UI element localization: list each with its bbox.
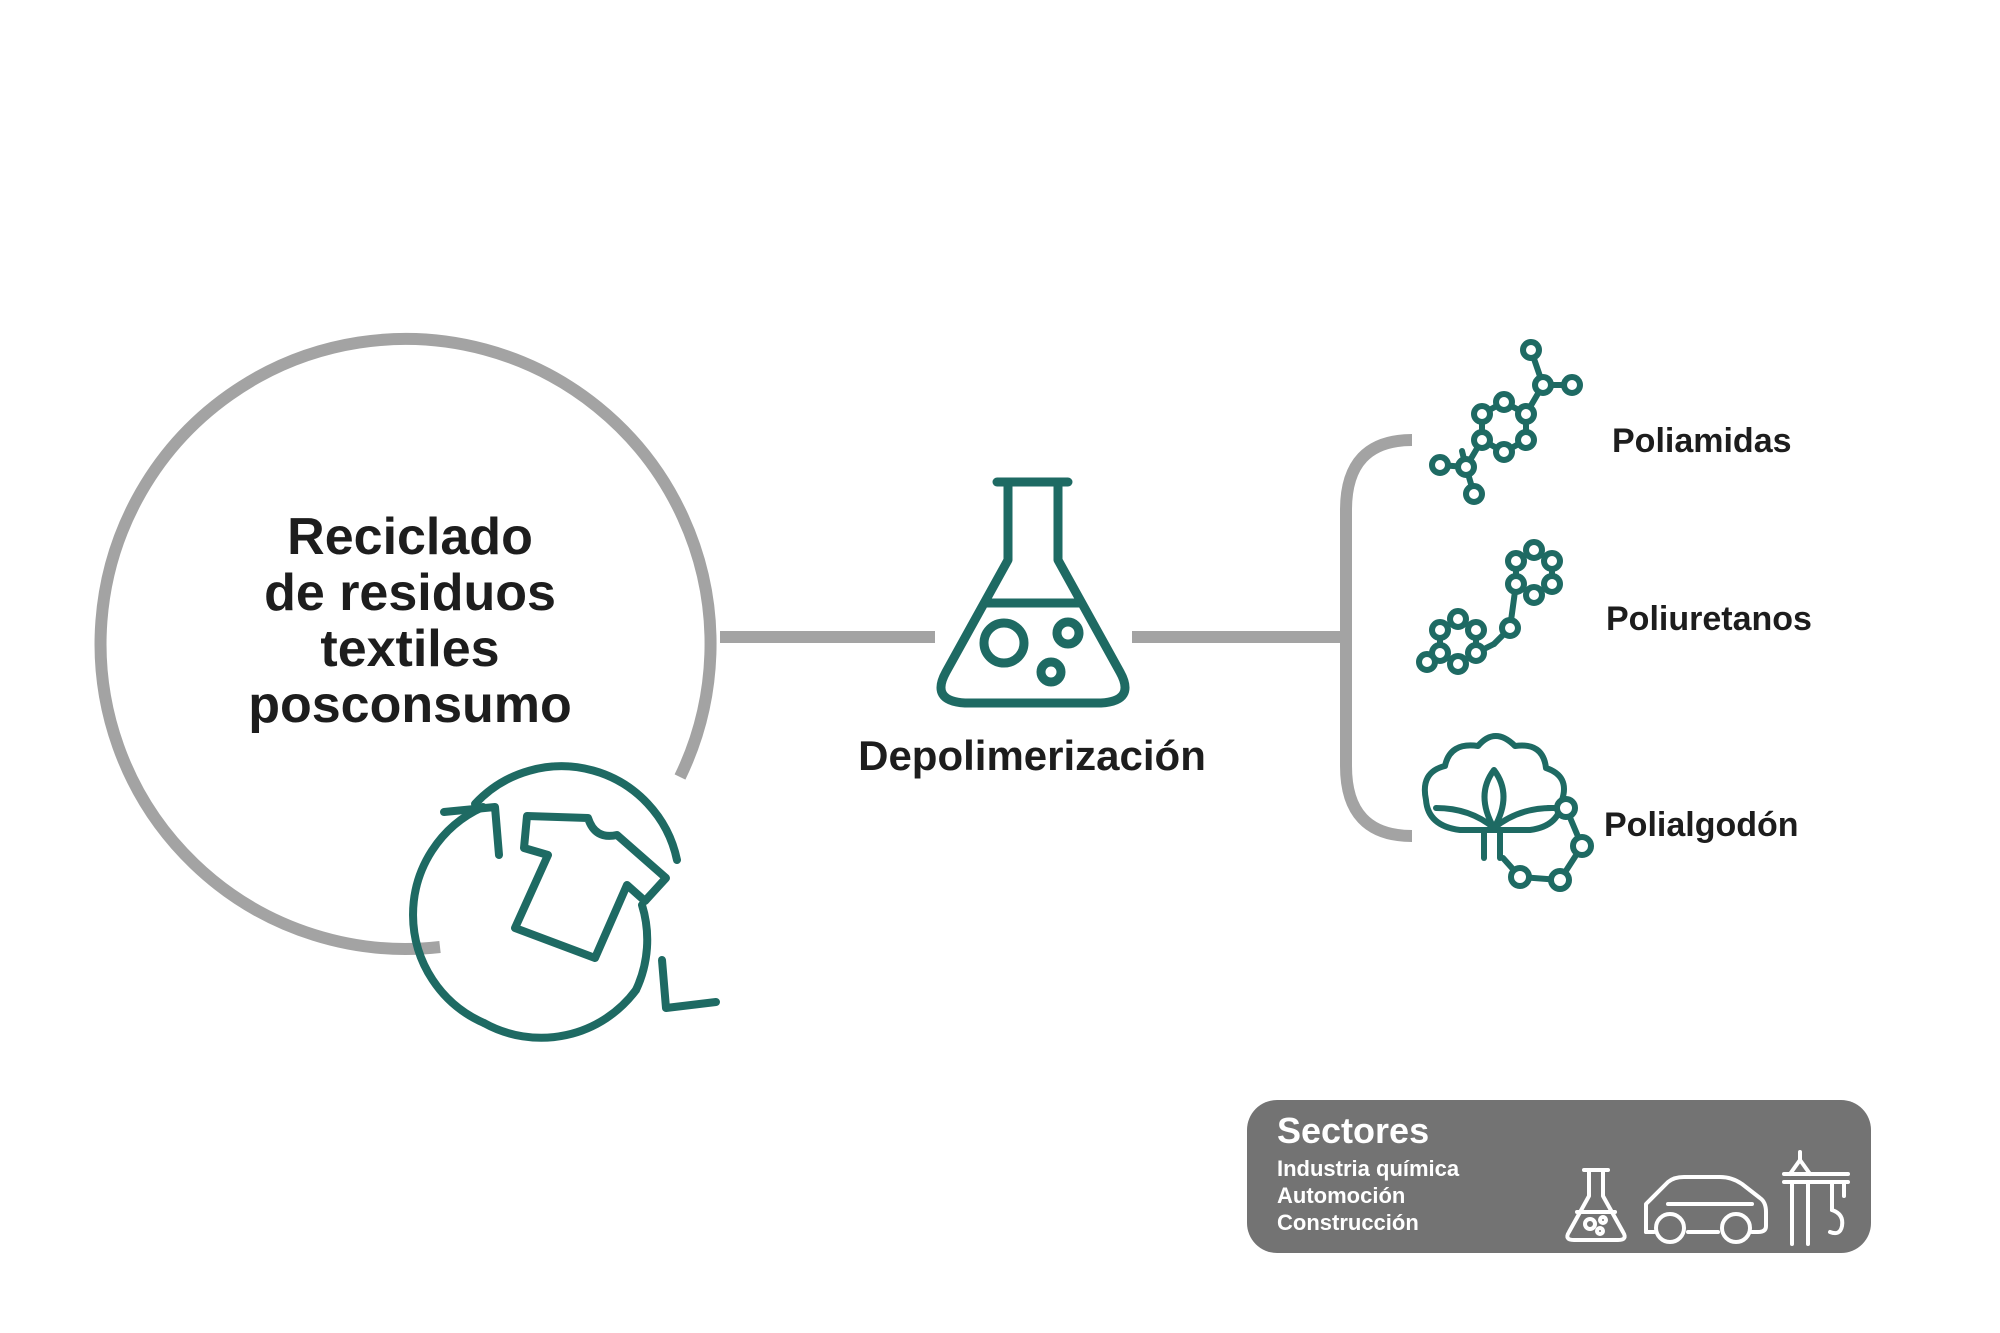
sectors-box: Sectores Industria química Automoción Co… [1247,1100,1871,1253]
output-label-2: Poliuretanos [1606,600,1812,638]
cotton-molecule-icon [1421,733,1594,892]
molecule-chain-icon [1429,339,1583,505]
sectors-background [1247,1100,1871,1253]
flask-icon [936,477,1130,708]
sectors-title: Sectores [1277,1110,1429,1151]
sector-item-1: Industria química [1277,1156,1460,1181]
recycle-shirt-icon [409,762,720,1042]
sector-item-3: Construcción [1277,1210,1419,1235]
source-line-2: de residuos [264,564,556,622]
output-bracket [1340,434,1413,842]
source-line-3: textiles [320,620,499,678]
source-line-1: Reciclado [287,508,533,566]
sector-flask-icon [1565,1168,1627,1242]
source-line-4: posconsumo [248,676,572,734]
process-label: Depolimerización [858,732,1206,779]
output-label-3: Polialgodón [1604,806,1799,844]
source-circle [94,333,717,955]
molecule-rings-icon [1416,539,1563,675]
crane-icon [1782,1150,1850,1246]
output-label-1: Poliamidas [1612,422,1792,460]
sector-item-2: Automoción [1277,1183,1405,1208]
source-title: Reciclado de residuos textiles posconsum… [248,508,572,734]
car-icon [1644,1175,1768,1244]
